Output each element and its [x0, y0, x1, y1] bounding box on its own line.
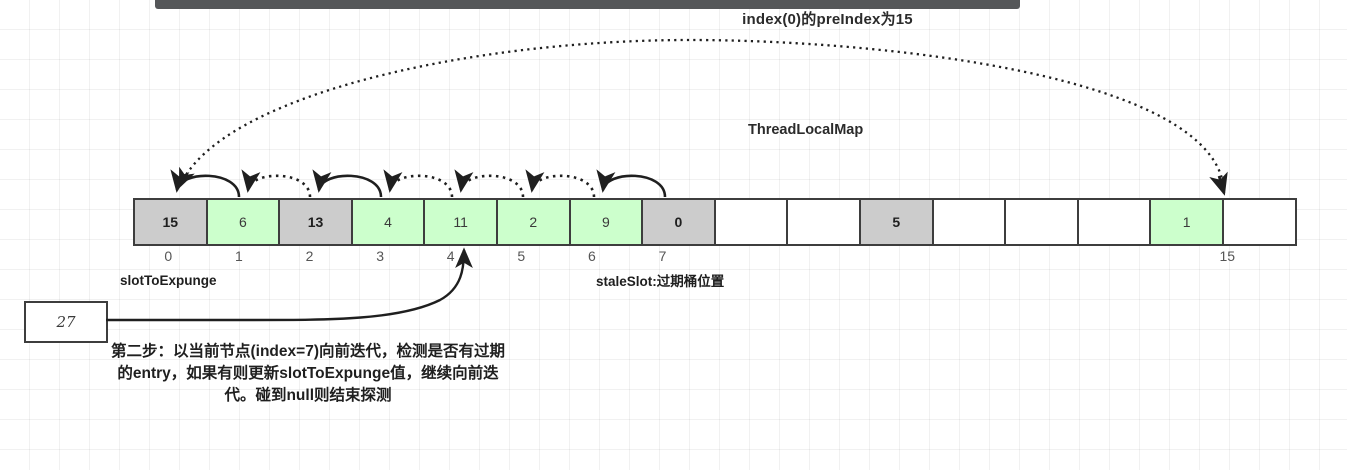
arc-5-to-4: [454, 169, 525, 198]
slot-cell-0: 15: [133, 198, 208, 246]
arc-15-to-0: [178, 38, 1226, 191]
index-label-row: 0 1 2 3 4 5 6 7 15: [133, 248, 1265, 270]
step-caption: 第二步：以当前节点(index=7)向前迭代，检测是否有过期的entry，如果有…: [111, 343, 505, 404]
index-label-4: 4: [446, 248, 455, 264]
arc-6-to-5: [525, 169, 596, 198]
slot-cell-4: 11: [423, 198, 498, 246]
slot-cell-5: 2: [495, 198, 571, 246]
slot-cell-9: [786, 198, 861, 246]
index-label-6: 6: [587, 248, 596, 264]
slot-cell-7: 0: [641, 198, 716, 246]
index-label-2: 2: [305, 248, 314, 264]
arc-1-to-0: [170, 169, 241, 198]
slot-cell-8: [713, 198, 789, 246]
slot-cell-13: [1076, 198, 1152, 246]
arc-7-to-6: [596, 169, 667, 198]
slot-cell-15: [1221, 198, 1297, 246]
preindex-title-text: index(0)的preIndex为15: [742, 11, 913, 28]
slot-to-expunge-label: slotToExpunge: [120, 273, 217, 288]
value-box: 27: [24, 301, 108, 343]
slot-cell-14: 1: [1149, 198, 1224, 246]
index-label-1: 1: [234, 248, 243, 264]
index-label-0: 0: [164, 248, 173, 264]
probe-arcs: [170, 38, 1228, 198]
threadlocalmap-label: ThreadLocalMap: [748, 122, 864, 138]
arc-4-to-3: [383, 169, 454, 198]
arrow-into-slot-15: [1209, 171, 1228, 196]
preindex-title: index(0)的preIndex为15: [0, 8, 1347, 29]
index-label-15: 15: [1219, 248, 1236, 264]
index-label-7: 7: [658, 248, 667, 264]
arc-2-to-1: [241, 169, 312, 198]
slot-cell-1: 6: [205, 198, 281, 246]
slot-cell-3: 4: [350, 198, 426, 246]
slot-cell-10: 5: [858, 198, 934, 246]
slot-cell-6: 9: [568, 198, 644, 246]
window-top-bar: [155, 0, 1020, 9]
arc-3-to-2: [312, 169, 383, 198]
stale-slot-label: staleSlot:过期桶位置: [596, 274, 725, 289]
index-label-5: 5: [517, 248, 526, 264]
slot-cell-11: [931, 198, 1007, 246]
index-label-3: 3: [376, 248, 384, 264]
slot-cell-12: [1004, 198, 1079, 246]
slot-cell-2: 13: [278, 198, 353, 246]
